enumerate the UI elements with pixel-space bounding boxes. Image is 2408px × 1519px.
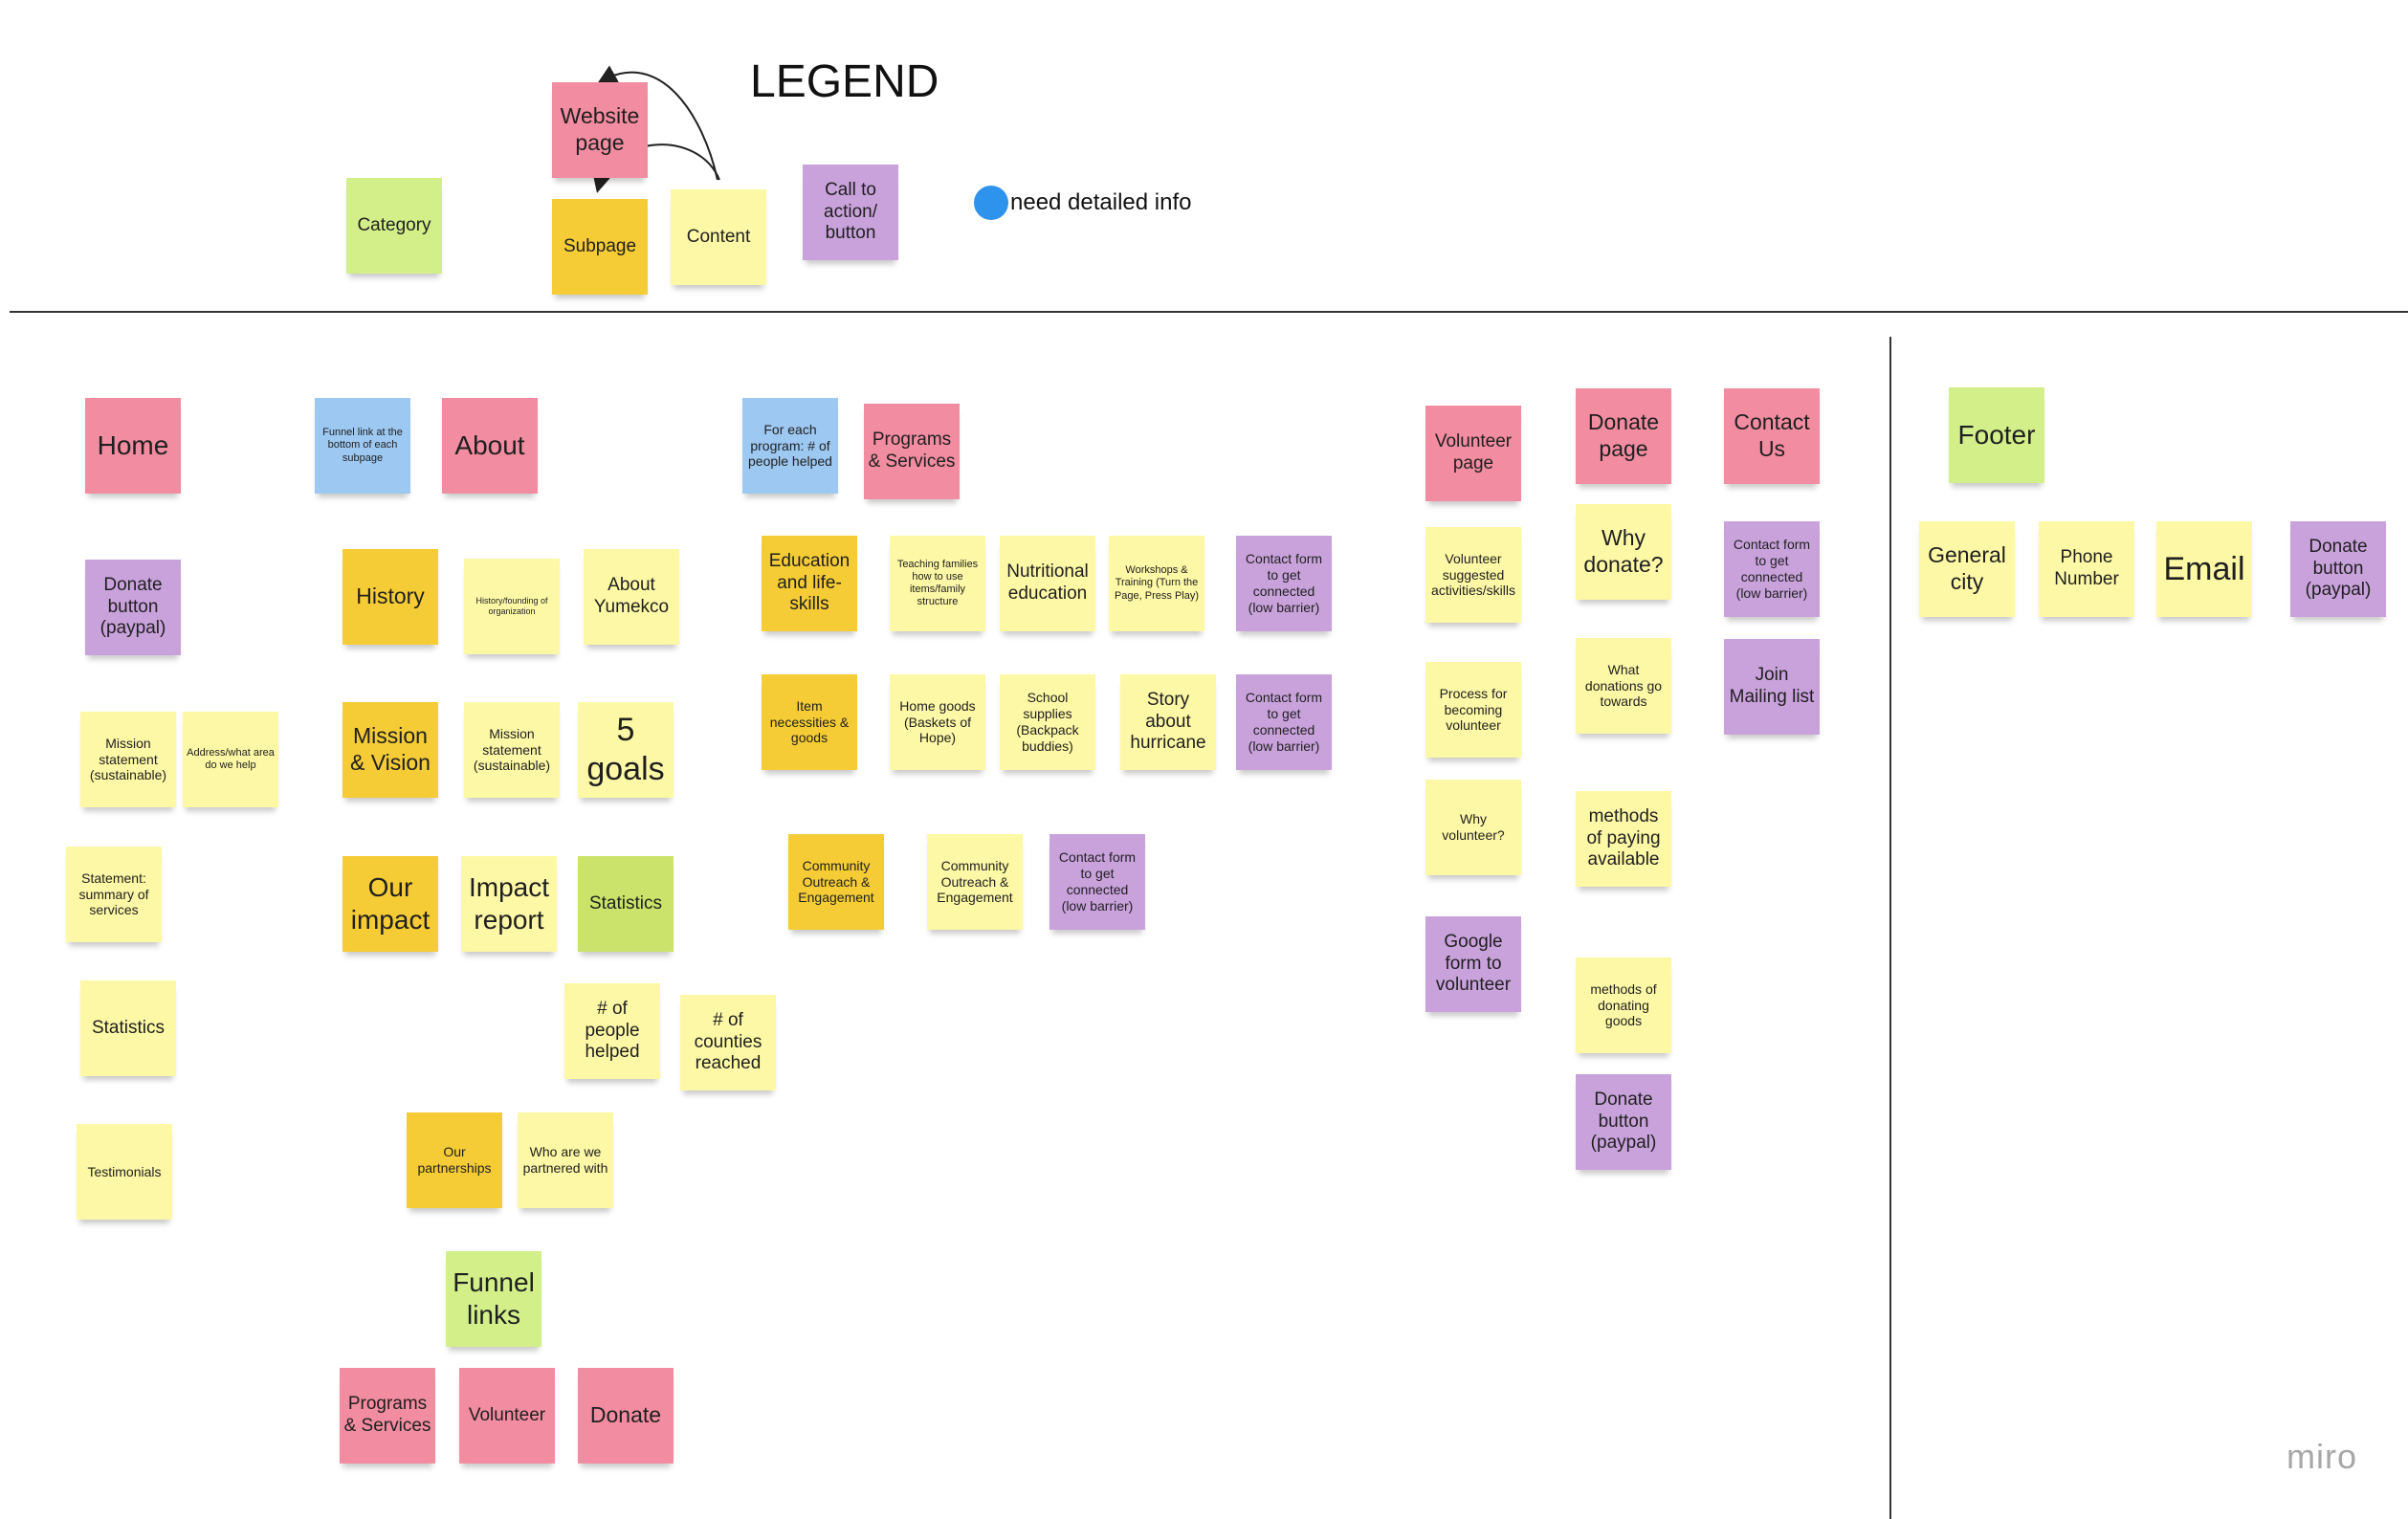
about-history-note[interactable]: History: [342, 549, 438, 645]
volunteer-why-note[interactable]: Why volunteer?: [1425, 780, 1521, 875]
home-statistics-note[interactable]: Statistics: [80, 980, 176, 1076]
donate-what-donations-note[interactable]: What donations go towards: [1576, 638, 1671, 734]
volunteer-activities-note[interactable]: Volunteer suggested activities/skills: [1425, 527, 1521, 623]
funnel-programs-services-note[interactable]: Programs & Services: [340, 1368, 435, 1464]
legend-subpage-note[interactable]: Subpage: [552, 199, 648, 295]
programs-item-necessities-note[interactable]: Item necessities & goods: [762, 674, 857, 770]
home-donate-button-note[interactable]: Donate button (paypal): [85, 560, 181, 655]
about-statistics-category-note[interactable]: Statistics: [578, 856, 674, 952]
home-statement-note[interactable]: Statement: summary of services: [66, 847, 162, 942]
info-dot-icon: [974, 186, 1008, 220]
about-history-founding-note[interactable]: History/founding of organization: [464, 559, 560, 654]
programs-home-goods-note[interactable]: Home goods (Baskets of Hope): [890, 674, 985, 770]
programs-contact-items-note[interactable]: Contact form to get connected (low barri…: [1236, 674, 1332, 770]
volunteer-google-form-note[interactable]: Google form to volunteer: [1425, 916, 1521, 1012]
donate-why-note[interactable]: Why donate?: [1576, 504, 1671, 600]
footer-general-city-note[interactable]: General city: [1919, 521, 2015, 617]
legend-divider: [10, 311, 2408, 313]
about-funnel-links-note[interactable]: Funnel links: [446, 1251, 541, 1347]
legend-call-to-action-note[interactable]: Call to action/ button: [803, 165, 898, 260]
programs-community-outreach-subpage-note[interactable]: Community Outreach & Engagement: [788, 834, 884, 930]
contact-page-note[interactable]: Contact Us: [1724, 388, 1820, 484]
donate-paypal-button-note[interactable]: Donate button (paypal): [1576, 1074, 1671, 1170]
about-mission-statement-note[interactable]: Mission statement (sustainable): [464, 702, 560, 798]
about-mission-vision-note[interactable]: Mission & Vision: [342, 702, 438, 798]
about-yumekco-note[interactable]: About Yumekco: [584, 549, 679, 645]
programs-community-outreach-content-note[interactable]: Community Outreach & Engagement: [927, 834, 1023, 930]
legend-website-page-note[interactable]: Website page: [552, 82, 648, 178]
legend-title: LEGEND: [750, 56, 939, 107]
legend-content-note[interactable]: Content: [671, 189, 766, 285]
footer-category-note[interactable]: Footer: [1949, 387, 2044, 483]
footer-email-note[interactable]: Email: [2156, 521, 2252, 617]
programs-school-supplies-note[interactable]: School supplies (Backpack buddies): [1000, 674, 1095, 770]
about-our-impact-note[interactable]: Our impact: [342, 856, 438, 952]
programs-nutritional-note[interactable]: Nutritional education: [1000, 536, 1095, 631]
donate-methods-paying-note[interactable]: methods of paying available: [1576, 791, 1671, 887]
volunteer-process-note[interactable]: Process for becoming volunteer: [1425, 662, 1521, 758]
volunteer-page-note[interactable]: Volunteer page: [1425, 406, 1521, 501]
contact-mailing-list-note[interactable]: Join Mailing list: [1724, 639, 1820, 735]
donate-page-note[interactable]: Donate page: [1576, 388, 1671, 484]
programs-education-note[interactable]: Education and life-skills: [762, 536, 857, 631]
miro-watermark: miro: [2286, 1437, 2357, 1476]
footer-donate-button-note[interactable]: Donate button (paypal): [2290, 521, 2386, 617]
donate-methods-goods-note[interactable]: methods of donating goods: [1576, 958, 1671, 1053]
about-five-goals-note[interactable]: 5 goals: [578, 702, 674, 798]
legend-info-label: need detailed info: [1010, 189, 1192, 215]
programs-teaching-note[interactable]: Teaching families how to use items/famil…: [890, 536, 985, 631]
about-impact-report-note[interactable]: Impact report: [461, 856, 557, 952]
programs-page-note[interactable]: Programs & Services: [864, 404, 960, 499]
about-who-partnered-note[interactable]: Who are we partnered with: [518, 1112, 613, 1208]
programs-annotation-note[interactable]: For each program: # of people helped: [742, 398, 838, 494]
programs-hurricane-story-note[interactable]: Story about hurricane: [1120, 674, 1216, 770]
funnel-donate-note[interactable]: Donate: [578, 1368, 674, 1464]
about-funnel-annotation-note[interactable]: Funnel link at the bottom of each subpag…: [315, 398, 410, 494]
footer-divider: [1889, 337, 1891, 1519]
home-testimonials-note[interactable]: Testimonials: [77, 1124, 172, 1220]
funnel-volunteer-note[interactable]: Volunteer: [459, 1368, 555, 1464]
contact-form-note[interactable]: Contact form to get connected (low barri…: [1724, 521, 1820, 617]
home-address-note[interactable]: Address/what area do we help: [183, 712, 278, 807]
home-page-note[interactable]: Home: [85, 398, 181, 494]
about-people-helped-note[interactable]: # of people helped: [564, 983, 660, 1079]
home-mission-note[interactable]: Mission statement (sustainable): [80, 712, 176, 807]
programs-workshops-note[interactable]: Workshops & Training (Turn the Page, Pre…: [1109, 536, 1204, 631]
programs-contact-community-note[interactable]: Contact form to get connected (low barri…: [1049, 834, 1145, 930]
programs-contact-education-note[interactable]: Contact form to get connected (low barri…: [1236, 536, 1332, 631]
about-our-partnerships-note[interactable]: Our partnerships: [407, 1112, 502, 1208]
footer-phone-note[interactable]: Phone Number: [2039, 521, 2134, 617]
about-counties-reached-note[interactable]: # of counties reached: [680, 995, 776, 1090]
legend-category-note[interactable]: Category: [346, 178, 442, 274]
about-page-note[interactable]: About: [442, 398, 538, 494]
